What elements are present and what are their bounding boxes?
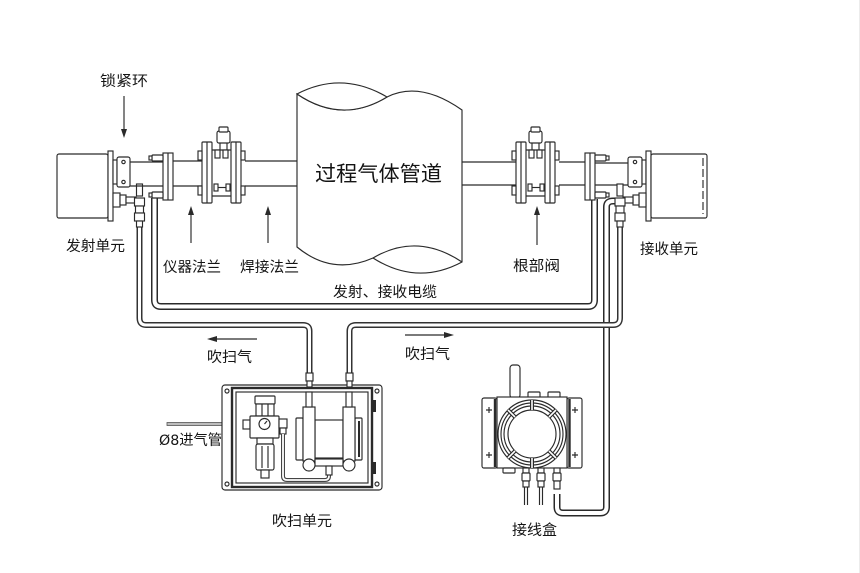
label-junction-box: 接线盒 xyxy=(512,522,558,539)
purge-outlet-fittings xyxy=(305,372,354,388)
label-root-valve: 根部阀 xyxy=(513,258,560,275)
front-plate xyxy=(107,150,114,222)
filter-regulator xyxy=(242,395,288,479)
label-purge-gas-left: 吹扫气 xyxy=(207,349,252,366)
drain xyxy=(260,469,270,479)
transmitter-housing xyxy=(56,153,109,219)
mounting-hole-icon xyxy=(224,388,380,487)
receiver-housing xyxy=(650,153,708,219)
purge-line-right xyxy=(346,226,623,375)
latch xyxy=(372,400,376,412)
purge-fitting-right xyxy=(614,183,626,228)
transmit-receive-cable xyxy=(151,198,598,310)
transmitter-unit xyxy=(56,150,146,228)
cable-glands xyxy=(521,467,562,505)
cable-gland-left xyxy=(112,192,137,208)
process-gas-pipe xyxy=(295,82,463,274)
arrow-left-icon xyxy=(207,336,257,342)
purge-line-left xyxy=(136,226,313,375)
right-pipe-spool xyxy=(462,126,628,204)
purge-fitting-left xyxy=(133,183,146,228)
small-flange-right xyxy=(584,152,610,201)
label-cable: 发射、接收电缆 xyxy=(333,284,437,301)
flowmeters xyxy=(295,391,363,476)
label-welding-flange: 焊接法兰 xyxy=(240,259,299,276)
internal-tubing xyxy=(281,434,331,482)
arrow-right-icon xyxy=(405,332,454,338)
lock-ring-right xyxy=(627,156,643,188)
cable-gland-right xyxy=(622,192,647,208)
cover-segments xyxy=(506,400,558,468)
front-plate xyxy=(645,150,652,222)
valve-actuator xyxy=(216,130,231,144)
cover-window xyxy=(507,409,557,459)
small-flange-left xyxy=(148,152,174,201)
label-purge-gas-right: 吹扫气 xyxy=(405,346,450,363)
latch xyxy=(372,462,376,474)
junction-box-cable xyxy=(553,197,619,517)
flow-knob-icon xyxy=(302,458,316,472)
arrow-down-icon xyxy=(121,96,127,138)
arrow-up-icon xyxy=(188,206,194,243)
arrow-up-icon xyxy=(534,206,540,245)
label-receiver-unit: 接收单元 xyxy=(640,241,698,258)
label-purge-unit: 吹扫单元 xyxy=(272,513,332,530)
flange-valve-assembly-right xyxy=(511,126,560,204)
pipe-cut-end-top xyxy=(295,82,389,111)
pipe-cut-end-bottom xyxy=(372,245,463,263)
filter-bowl xyxy=(255,443,275,471)
label-inlet-pipe: Ø8进气管 xyxy=(159,432,222,449)
flowmeter-tube xyxy=(302,406,316,462)
flange-valve-assembly-left xyxy=(197,126,246,204)
flowmeter-tube xyxy=(342,406,356,462)
root-valve-actuator xyxy=(528,130,543,144)
receiver-unit xyxy=(614,150,708,228)
label-instrument-flange: 仪器法兰 xyxy=(163,259,221,276)
label-transmitter-unit: 发射单元 xyxy=(66,238,125,255)
lock-ring xyxy=(116,156,131,188)
inlet-fitting xyxy=(242,419,251,430)
outlet-elbow xyxy=(278,418,288,429)
purge-unit xyxy=(166,372,383,491)
antenna xyxy=(509,364,521,399)
flow-knob-icon xyxy=(342,458,356,472)
label-lock-ring: 锁紧环 xyxy=(100,73,148,90)
enclosure-inner-frame xyxy=(235,391,369,484)
arrow-up-icon xyxy=(265,206,271,243)
label-process-gas-pipe: 过程气体管道 xyxy=(315,162,442,186)
bracket-screw-icon xyxy=(486,407,578,458)
manifold xyxy=(314,458,344,467)
left-pipe-spool xyxy=(130,126,298,204)
junction-box xyxy=(481,364,583,505)
